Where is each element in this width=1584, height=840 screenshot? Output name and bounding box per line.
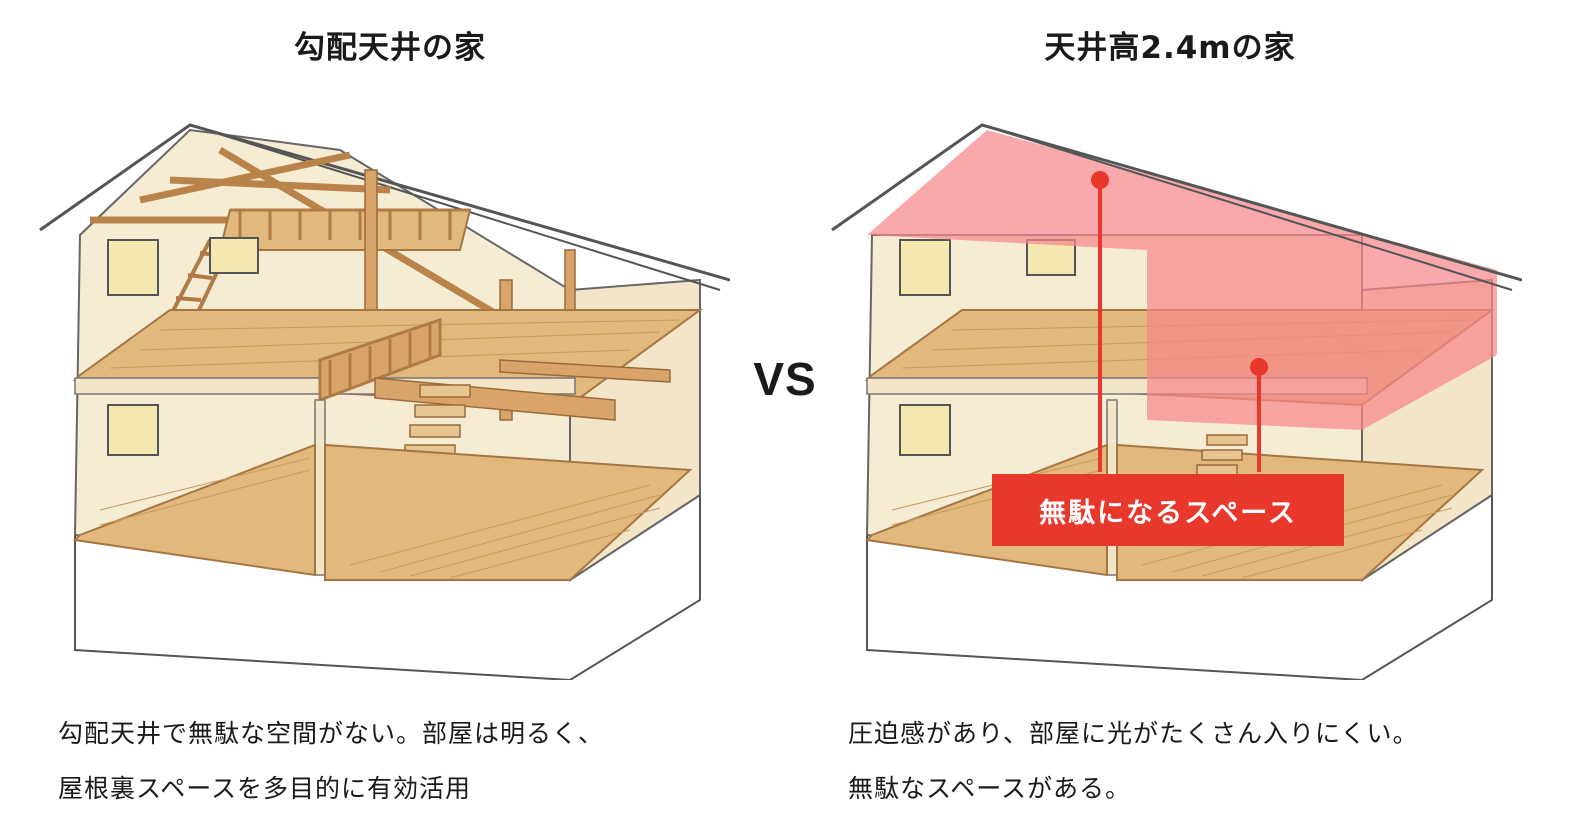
windows xyxy=(107,237,259,456)
left-panel-title: 勾配天井の家 xyxy=(294,30,486,66)
left-caption-line-1: 勾配天井で無駄な空間がない。部屋は明るく、 xyxy=(58,719,605,748)
right-caption-line-2: 無駄なスペースがある。 xyxy=(848,774,1132,803)
left-caption-line-2: 屋根裏スペースを多目的に有効活用 xyxy=(58,774,472,803)
left-panel-caption: 勾配天井で無駄な空間がない。部屋は明るく、 屋根裏スペースを多目的に有効活用 xyxy=(58,706,604,816)
wasted-space-callout: 無駄になるスペース xyxy=(992,474,1344,546)
windows xyxy=(899,239,1076,456)
right-caption-line-1: 圧迫感があり、部屋に光がたくさん入りにくい。 xyxy=(848,719,1419,748)
stairwell-railing xyxy=(318,317,442,403)
loft-railing xyxy=(230,208,470,240)
interior-wall xyxy=(314,399,326,576)
right-panel-caption: 圧迫感があり、部屋に光がたくさん入りにくい。 無駄なスペースがある。 xyxy=(848,706,1419,816)
lower-floor-left xyxy=(72,443,316,577)
flat-ceiling-house-illustration xyxy=(831,123,1522,680)
versus-label: VS xyxy=(753,353,817,405)
lower-floor-right xyxy=(324,443,693,581)
vaulted-ceiling-house-illustration xyxy=(39,123,730,680)
callout-pointers xyxy=(1091,171,1268,472)
right-panel-title: 天井高2.4mの家 xyxy=(1044,30,1296,66)
wasted-space-highlight xyxy=(867,130,1497,430)
